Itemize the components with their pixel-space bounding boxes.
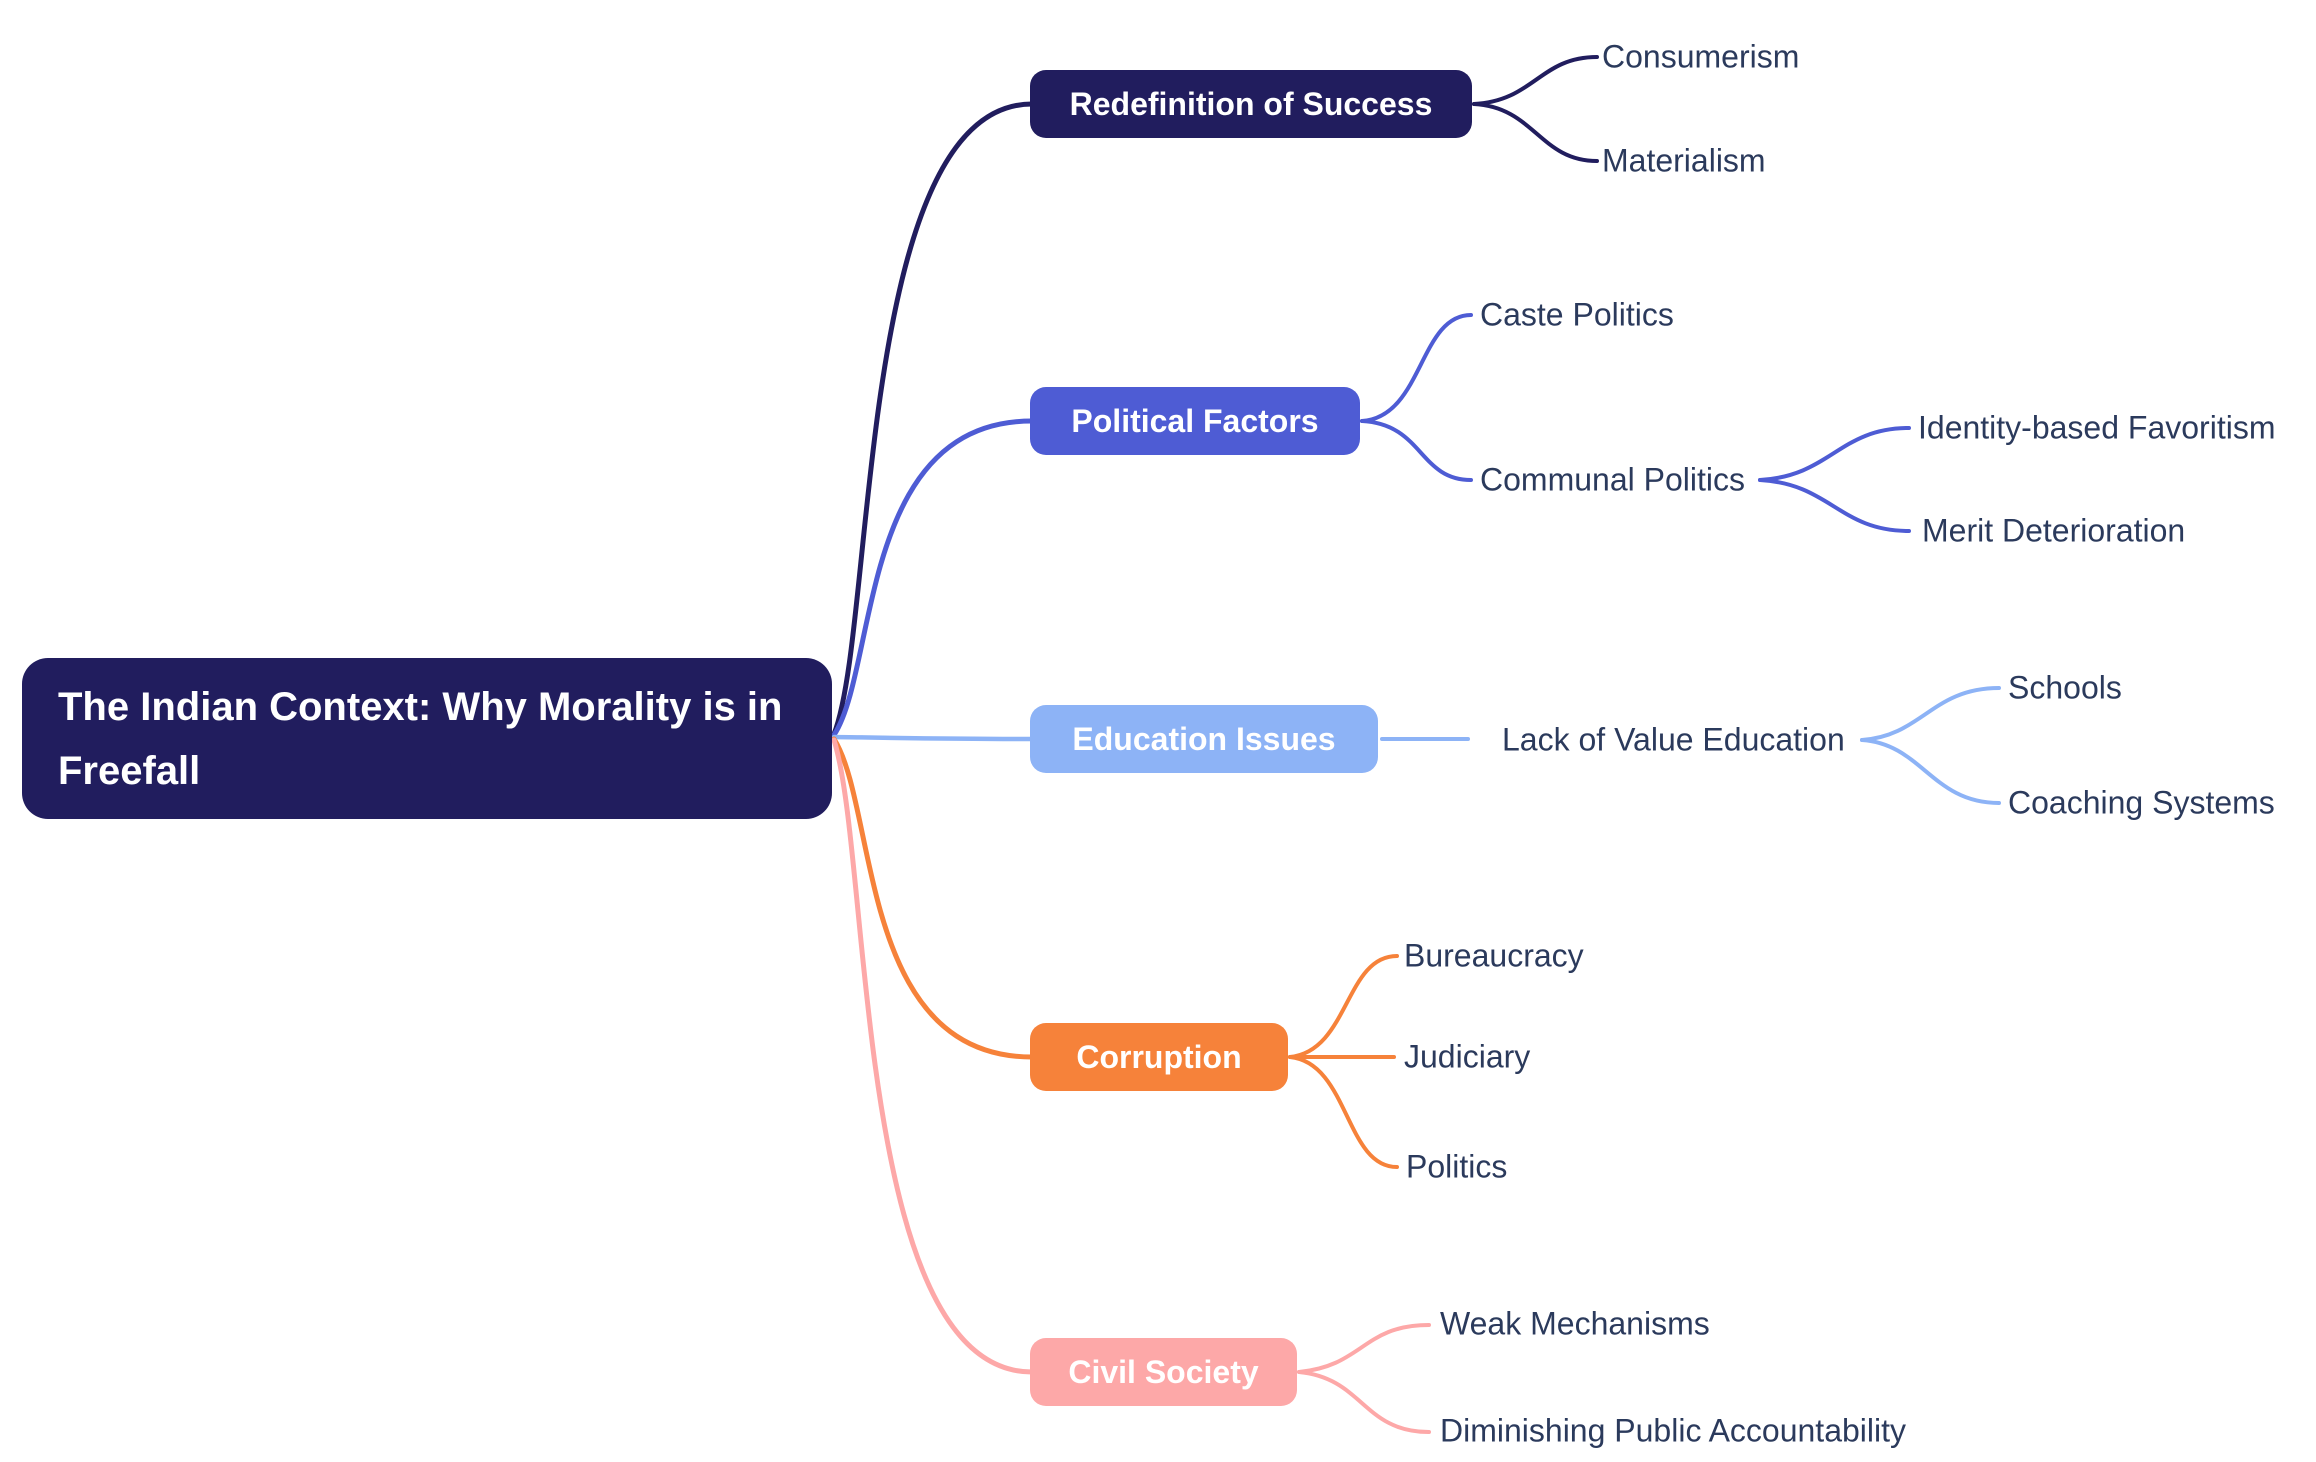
edge-communal-identity xyxy=(1758,426,1911,482)
branch-node-label: Redefinition of Success xyxy=(1069,85,1433,122)
leaf-materialism[interactable]: Materialism xyxy=(1602,142,1766,179)
leaf-communal-politics[interactable]: Communal Politics xyxy=(1480,461,1745,498)
branch-node-redefinition-of-success[interactable]: Redefinition of Success xyxy=(1030,70,1472,138)
leaf-politics[interactable]: Politics xyxy=(1406,1148,1508,1185)
branch-node-label: Political Factors xyxy=(1071,402,1319,439)
leaf-weak-mechanisms[interactable]: Weak Mechanisms xyxy=(1440,1305,1710,1342)
leaf-identity-based-favoritism[interactable]: Identity-based Favoritism xyxy=(1918,409,2276,446)
edge-civil-weak xyxy=(1297,1323,1431,1374)
branch-node-label: Education Issues xyxy=(1072,720,1336,757)
leaf-consumerism[interactable]: Consumerism xyxy=(1602,38,1800,75)
leaf-schools[interactable]: Schools xyxy=(2008,669,2122,706)
branch-node-label: Civil Society xyxy=(1068,1353,1259,1390)
edge-lack-schools xyxy=(1860,686,2001,742)
edge-root-civil xyxy=(831,737,1035,1375)
edge-political-communal xyxy=(1360,419,1473,482)
leaf-lack-of-value-education[interactable]: Lack of Value Education xyxy=(1502,721,1845,758)
branch-node-political-factors[interactable]: Political Factors xyxy=(1030,387,1360,455)
edge-lack-coaching xyxy=(1860,738,2001,805)
branch-node-corruption[interactable]: Corruption xyxy=(1030,1023,1288,1091)
root-node[interactable]: The Indian Context: Why Morality is in F… xyxy=(22,658,832,819)
branch-node-civil-society[interactable]: Civil Society xyxy=(1030,1338,1297,1406)
edge-root-political xyxy=(831,418,1035,738)
leaf-merit-deterioration[interactable]: Merit Deterioration xyxy=(1922,512,2186,549)
edge-root-corruption xyxy=(831,736,1035,1060)
edge-corruption-bureaucracy xyxy=(1288,954,1399,1059)
branch-node-label: Corruption xyxy=(1076,1038,1242,1075)
root-node-label: The Indian Context: Why Morality is in F… xyxy=(58,684,783,793)
leaf-diminishing-public-accountability[interactable]: Diminishing Public Accountability xyxy=(1440,1412,1906,1449)
edge-political-caste xyxy=(1360,313,1473,423)
edge-redefinition-materialism xyxy=(1472,102,1599,163)
edge-communal-merit xyxy=(1758,478,1911,533)
edge-civil-diminishing xyxy=(1297,1370,1431,1434)
edge-root-education xyxy=(831,734,1035,742)
leaf-bureaucracy[interactable]: Bureaucracy xyxy=(1404,937,1584,974)
leaf-coaching-systems[interactable]: Coaching Systems xyxy=(2008,784,2275,821)
branch-node-education-issues[interactable]: Education Issues xyxy=(1030,705,1378,773)
leaf-caste-politics[interactable]: Caste Politics xyxy=(1480,296,1674,333)
edge-corruption-politics xyxy=(1288,1055,1399,1169)
leaf-judiciary[interactable]: Judiciary xyxy=(1404,1038,1531,1075)
edge-root-redefinition xyxy=(831,101,1035,737)
edge-redefinition-consumerism xyxy=(1472,55,1599,106)
